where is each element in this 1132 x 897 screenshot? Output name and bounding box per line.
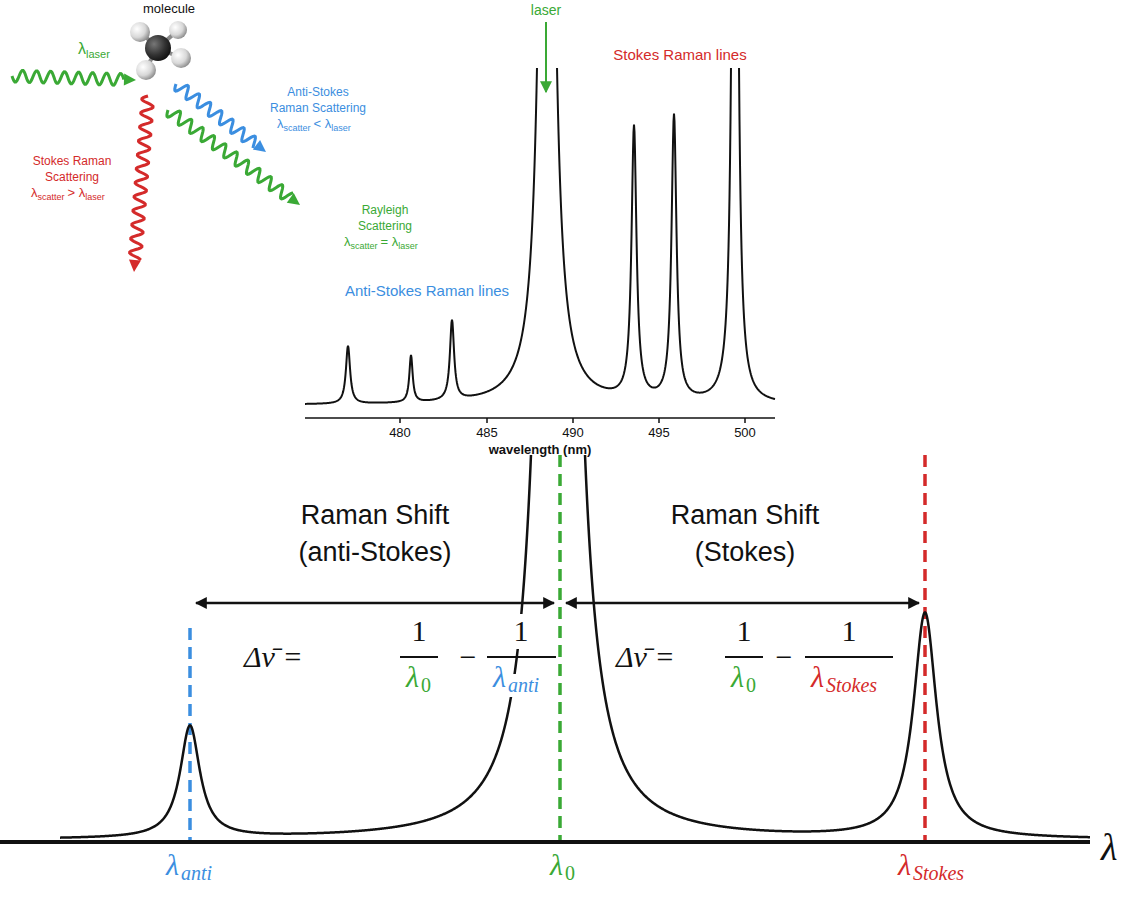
subscript-label: laser [86,48,110,61]
text-label: Δν̄ = [615,640,676,675]
text-label: λ [405,660,420,695]
stokes-dashed-line [923,455,927,840]
subscript-label: laser [85,192,105,202]
text-label: Raman Shift [671,500,820,531]
laser-dashed-line [558,455,562,840]
hydrogen-atom [171,48,191,68]
text-label: > λ [68,186,86,201]
text-label: − [459,640,478,675]
subscript-label: scatter [351,241,378,251]
text-label: Scattering [45,171,99,185]
text-label: Raman Scattering [270,102,366,116]
axis-line [305,417,775,419]
axis-tick [486,418,488,423]
text-label: 480 [389,426,411,441]
text-label: − [775,640,794,675]
text-label: λ [1100,826,1118,870]
text-label: λ [730,660,745,695]
fraction-bar [400,656,438,658]
text-label: Scattering [358,220,412,234]
text-label: Anti-Stokes Raman lines [345,282,509,299]
text-label: Rayleigh [362,204,409,218]
wave-line [130,96,153,260]
text-label: λ [165,848,180,883]
text-label: λ [549,848,564,883]
subscript-label: Stokes [912,862,965,885]
text-label: 490 [562,426,584,441]
text-label: λ [344,235,351,250]
arrowhead [129,260,141,272]
axis-tick [658,418,660,423]
text-label: Anti-Stokes [287,86,348,100]
hydrogen-atom [169,21,187,39]
text-label: 500 [734,426,756,441]
wavelength-axis [0,840,1090,844]
text-label: 1 [841,614,858,649]
measured-spectrum [305,68,775,404]
schematic-spectrum [60,455,1090,838]
wave-line [12,70,124,85]
subscript-label: 0 [564,862,576,885]
molecule-model [130,21,191,80]
axis-tick [399,418,401,423]
subscript-label: laser [398,241,418,251]
text-label: λ [31,186,38,201]
text-label: λ [277,117,284,132]
subscript-label: anti [180,862,213,885]
text-label: Stokes Raman lines [613,46,746,63]
text-label: 1 [411,614,428,649]
fraction-bar [805,656,893,658]
text-label: Δν̄ = [243,640,304,675]
text-label: Stokes Raman [33,155,112,169]
axis-tick [744,418,746,423]
wave-line [167,110,293,199]
text-label: laser [531,2,561,18]
axis-tick [572,418,574,423]
chart-axis [305,418,775,423]
text-label: (Stokes) [695,537,796,568]
arrowhead [124,74,136,86]
subscript-label: anti [507,674,540,697]
text-label: wavelength (nm) [489,443,592,458]
text-label: λ [492,660,507,695]
fraction-bar [725,656,763,658]
subscript-label: Stokes [825,674,878,697]
text-label: λ [810,660,825,695]
text-label: < λ [314,117,332,132]
text-label: λ [78,40,86,58]
anti-stokes-dashed-line [188,628,192,840]
text-label: Raman Shift [301,500,450,531]
fraction-bar [487,656,556,658]
subscript-label: 0 [420,674,432,697]
photon-wave-arrow [12,70,136,85]
photon-wave-arrow [167,110,300,205]
photon-wave-arrow [175,84,266,152]
hydrogen-atom [136,60,156,80]
text-label: molecule [143,2,195,17]
photon-wave-arrow [129,96,153,272]
text-label: 485 [476,426,498,441]
carbon-atom [145,35,171,61]
text-label: 1 [736,614,753,649]
text-label: 495 [648,426,670,441]
laser-pointer-arrow [545,22,547,92]
subscript-label: scatter [38,192,65,202]
text-label: = λ [381,235,399,250]
arrowhead [287,193,300,205]
text-label: λ [897,848,912,883]
arrowhead [253,140,266,152]
shift-double-arrow [196,602,554,605]
shift-double-arrow [566,602,919,605]
subscript-label: scatter [284,123,311,133]
hydrogen-atom [130,22,150,42]
text-label: (anti-Stokes) [298,537,451,568]
subscript-label: 0 [745,674,757,697]
text-label: 1 [513,614,530,649]
subscript-label: laser [331,123,351,133]
